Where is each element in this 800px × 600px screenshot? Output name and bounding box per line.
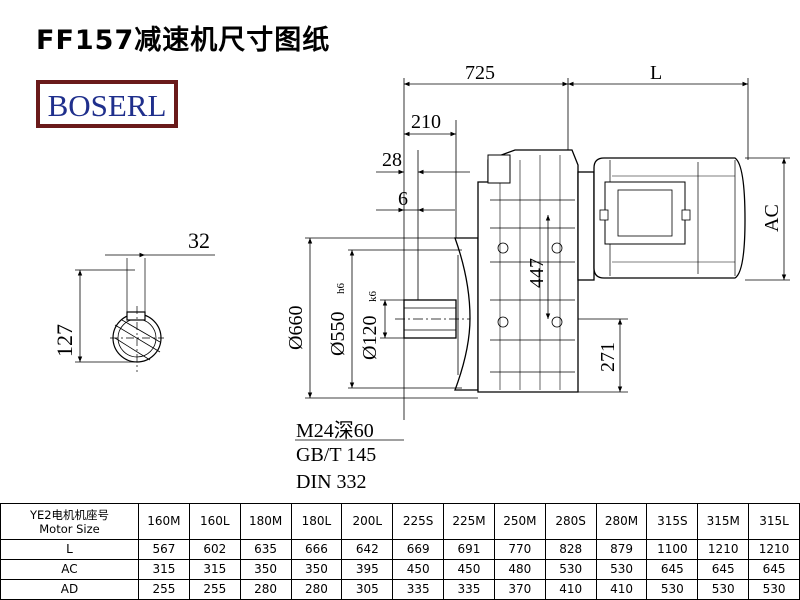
table-cell: 370 [493, 579, 546, 600]
table-cell: 335 [443, 579, 495, 600]
output-shaft [403, 299, 457, 339]
page-title: FF157减速机尺寸图纸 [36, 25, 331, 56]
dim-447: 447 [526, 258, 548, 288]
table-cell: 530 [748, 579, 800, 600]
dimension-lines [295, 78, 790, 441]
motor-size-column-header: 280M [595, 503, 648, 540]
dim-660: Ø660 [285, 306, 307, 350]
table-cell: 315 [138, 559, 190, 580]
dim-28: 28 [382, 149, 402, 171]
table-cell: 602 [188, 539, 241, 560]
motor-size-column-header: 200L [341, 503, 394, 540]
motor-size-column-header: 160M [138, 503, 190, 540]
dim-725: 725 [465, 62, 495, 84]
brand-logo: BOSERL [36, 80, 178, 128]
dim-271: 271 [597, 342, 619, 372]
motor-size-header-cn: YE2电机机座号 [29, 507, 110, 522]
table-cell: 828 [544, 539, 597, 560]
table-cell: 335 [392, 579, 445, 600]
motor-size-column-header: 315S [646, 503, 699, 540]
motor-size-column-header: 280S [544, 503, 597, 540]
table-cell: 530 [544, 559, 597, 580]
table-cell: 530 [697, 579, 750, 600]
motor-size-column-header: 250M [493, 503, 546, 540]
table-cell: 450 [392, 559, 445, 580]
dim-120: Ø120 [359, 316, 381, 360]
table-cell: 669 [392, 539, 445, 560]
table-cell: 567 [138, 539, 190, 560]
table-cell: 1100 [646, 539, 699, 560]
table-cell: 255 [138, 579, 190, 600]
dim-120-tolerance: k6 [367, 291, 379, 303]
table-cell: 410 [544, 579, 597, 600]
dim-AC: AC [761, 204, 783, 232]
dim-32: 32 [188, 228, 210, 253]
table-cell: 410 [595, 579, 648, 600]
keyway [126, 311, 146, 321]
table-cell: 480 [493, 559, 546, 580]
dim-210: 210 [411, 111, 441, 133]
row-label: AD [0, 579, 139, 600]
table-cell: 1210 [697, 539, 750, 560]
motor-size-column-header: 315L [748, 503, 800, 540]
table-cell: 645 [646, 559, 699, 580]
motor-size-header-en: Motor Size [39, 521, 100, 536]
table-cell: 1210 [748, 539, 800, 560]
note-standard-gb: GB/T 145 [296, 444, 376, 466]
output-flange [454, 237, 479, 391]
dim-6: 6 [398, 188, 408, 210]
table-cell: 691 [443, 539, 495, 560]
motor-size-column-header: 180M [239, 503, 292, 540]
dim-550-tolerance: h6 [335, 283, 347, 295]
gearmotor-side-view [395, 149, 746, 393]
motor-size-column-header: 180L [290, 503, 343, 540]
motor-size-column-header: 225M [443, 503, 495, 540]
table-cell: 530 [646, 579, 699, 600]
dim-550: Ø550 [327, 312, 349, 356]
table-cell: 350 [239, 559, 292, 580]
shaft-section-view [75, 252, 215, 372]
dim-127: 127 [52, 324, 77, 357]
table-cell: 666 [290, 539, 343, 560]
table-cell: 350 [290, 559, 343, 580]
table-cell: 635 [239, 539, 292, 560]
table-cell: 280 [290, 579, 343, 600]
table-cell: 770 [493, 539, 546, 560]
motor-adapter [577, 171, 595, 281]
table-cell: 645 [748, 559, 800, 580]
motor-size-column-header: 315M [697, 503, 750, 540]
table-cell: 530 [595, 559, 648, 580]
table-cell: 450 [443, 559, 495, 580]
table-cell: 395 [341, 559, 394, 580]
brand-logo-text: BOSERL [47, 88, 167, 123]
table-cell: 642 [341, 539, 394, 560]
note-center-hole: M24深60 [296, 419, 374, 442]
table-cell: 305 [341, 579, 394, 600]
table-cell: 645 [697, 559, 750, 580]
table-cell: 315 [188, 559, 241, 580]
dim-L: L [650, 62, 662, 84]
table-cell: 879 [595, 539, 648, 560]
note-standard-din: DIN 332 [296, 471, 367, 493]
table-cell: 255 [188, 579, 241, 600]
table-cell: 280 [239, 579, 292, 600]
motor-size-column-header: 225S [392, 503, 445, 540]
row-label: L [0, 539, 139, 560]
technical-drawing: 32 127 [52, 62, 790, 493]
motor-size-column-header: 160L [188, 503, 241, 540]
row-label: AC [0, 559, 139, 580]
